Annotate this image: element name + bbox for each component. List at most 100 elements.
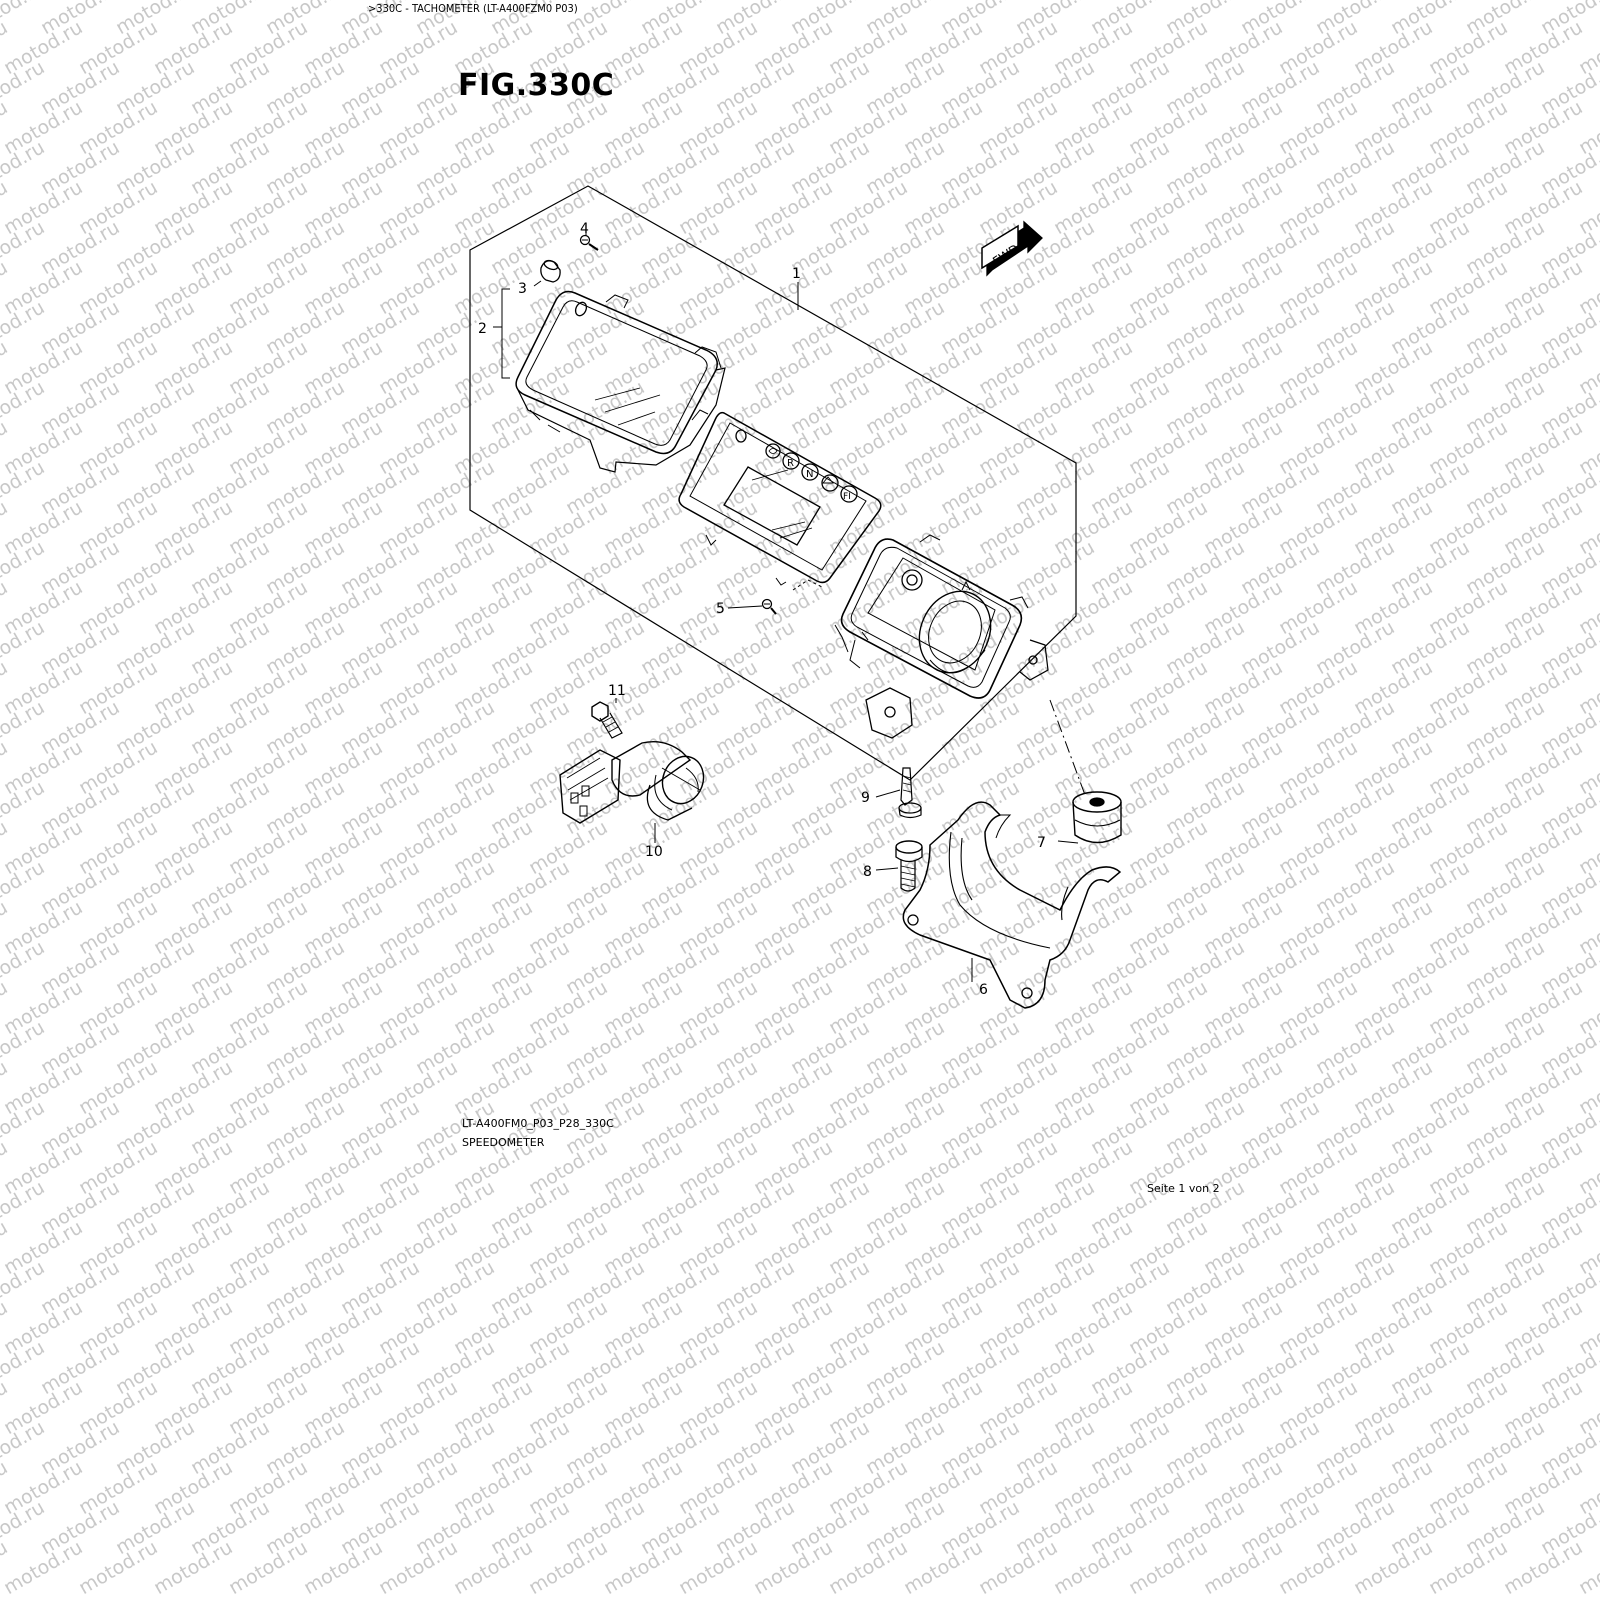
watermark-text: motod.ru	[412, 1336, 499, 1400]
grommet-part	[1072, 791, 1122, 844]
watermark-text: motod.ru	[1312, 1496, 1399, 1560]
callout-5: 5	[716, 601, 725, 617]
watermark-text: motod.ru	[1125, 1376, 1212, 1440]
watermark-text: motod.ru	[1050, 1296, 1137, 1360]
watermark-text: motod.ru	[112, 1416, 199, 1480]
watermark-text: motod.ru	[637, 1336, 724, 1400]
watermark-text: motod.ru	[487, 1416, 574, 1480]
watermark-text: motod.ru	[1312, 1336, 1399, 1400]
watermark-text: motod.ru	[862, 1336, 949, 1400]
watermark-text: motod.ru	[450, 1536, 537, 1599]
watermark-text: motod.ru	[787, 1496, 874, 1560]
watermark-text: motod.ru	[1312, 1256, 1399, 1320]
watermark-text: motod.ru	[675, 1536, 762, 1599]
watermark-text: motod.ru	[1387, 1496, 1474, 1560]
watermark-text: motod.ru	[600, 1456, 687, 1520]
watermark-text: motod.ru	[1087, 1416, 1174, 1480]
watermark-text: motod.ru	[150, 1376, 237, 1440]
watermark-text: motod.ru	[1537, 1416, 1600, 1480]
watermark-text: motod.ru	[1537, 1336, 1600, 1400]
watermark-text: motod.ru	[975, 1456, 1062, 1520]
watermark-text: motod.ru	[1012, 1416, 1099, 1480]
watermark-text: motod.ru	[0, 1256, 49, 1320]
watermark-text: motod.ru	[600, 1376, 687, 1440]
watermark-text: motod.ru	[900, 1376, 987, 1440]
watermark-text: motod.ru	[562, 1416, 649, 1480]
watermark-text: motod.ru	[75, 1376, 162, 1440]
watermark-text: motod.ru	[225, 1456, 312, 1520]
watermark-text: motod.ru	[0, 1336, 49, 1400]
watermark-text: motod.ru	[1425, 1536, 1512, 1599]
watermark-text: motod.ru	[337, 1496, 424, 1560]
watermark-text: motod.ru	[825, 1376, 912, 1440]
watermark-text: motod.ru	[750, 1296, 837, 1360]
watermark-text: motod.ru	[787, 1336, 874, 1400]
watermark-text: motod.ru	[525, 1216, 612, 1280]
watermark-text: motod.ru	[112, 1336, 199, 1400]
watermark-text: motod.ru	[375, 1536, 462, 1599]
watermark-text: motod.ru	[862, 1416, 949, 1480]
watermark-text: motod.ru	[1462, 1336, 1549, 1400]
watermark-text: motod.ru	[1237, 1336, 1324, 1400]
watermark-text: motod.ru	[937, 1416, 1024, 1480]
callout-1: 1	[792, 266, 801, 282]
watermark-text: motod.ru	[675, 1376, 762, 1440]
watermark-text: motod.ru	[1500, 1376, 1587, 1440]
bolt-part-8	[895, 840, 923, 892]
watermark-text: motod.ru	[225, 1376, 312, 1440]
watermark-text: motod.ru	[562, 1256, 649, 1320]
watermark-text: motod.ru	[1425, 1216, 1512, 1280]
callout-4: 4	[580, 221, 589, 237]
watermark-text: motod.ru	[1425, 1376, 1512, 1440]
watermark-text: motod.ru	[187, 1416, 274, 1480]
watermark-text: motod.ru	[562, 1496, 649, 1560]
drawing-code: LT-A400FM0_P03_P28_330C	[462, 1117, 614, 1130]
callout-6: 6	[979, 982, 988, 998]
indicator-fi: FI	[843, 492, 851, 502]
watermark-text: motod.ru	[1275, 1296, 1362, 1360]
watermark-text: motod.ru	[1500, 1456, 1587, 1520]
watermark-text: motod.ru	[637, 1496, 724, 1560]
watermark-text: motod.ru	[0, 1296, 87, 1360]
watermark-text: motod.ru	[525, 1536, 612, 1599]
watermark-text: motod.ru	[1012, 1256, 1099, 1320]
watermark-text: motod.ru	[0, 1456, 12, 1520]
watermark-text: motod.ru	[637, 1256, 724, 1320]
watermark-text: motod.ru	[1500, 1216, 1587, 1280]
watermark-text: motod.ru	[1350, 1536, 1437, 1599]
watermark-text: motod.ru	[1125, 1296, 1212, 1360]
watermark-text: motod.ru	[1350, 1216, 1437, 1280]
watermark-text: motod.ru	[1087, 1336, 1174, 1400]
screw-part-5	[761, 598, 777, 615]
watermark-text: motod.ru	[1312, 1416, 1399, 1480]
watermark-text: motod.ru	[187, 1336, 274, 1400]
watermark-text: motod.ru	[787, 1416, 874, 1480]
watermark-text: motod.ru	[300, 1536, 387, 1599]
watermark-text: motod.ru	[450, 1296, 537, 1360]
watermark-text: motod.ru	[75, 1456, 162, 1520]
watermark-text: motod.ru	[300, 1296, 387, 1360]
screw-part-4	[579, 234, 599, 251]
page-indicator: Seite 1 von 2	[1147, 1182, 1220, 1195]
speed-sensor-part	[559, 740, 705, 824]
watermark-text: motod.ru	[75, 1296, 162, 1360]
watermark-text: motod.ru	[225, 1536, 312, 1599]
watermark-text: motod.ru	[1200, 1536, 1287, 1599]
watermark-text: motod.ru	[525, 1296, 612, 1360]
watermark-text: motod.ru	[225, 1216, 312, 1280]
watermark-text: motod.ru	[825, 1456, 912, 1520]
watermark-text: motod.ru	[1462, 1256, 1549, 1320]
screw-part-9	[898, 767, 922, 819]
watermark-text: motod.ru	[825, 1296, 912, 1360]
watermark-text: motod.ru	[900, 1456, 987, 1520]
watermark-text: motod.ru	[0, 1456, 87, 1520]
watermark-text: motod.ru	[375, 1216, 462, 1280]
watermark-text: motod.ru	[1200, 1296, 1287, 1360]
watermark-text: motod.ru	[937, 1336, 1024, 1400]
watermark-text: motod.ru	[862, 1496, 949, 1560]
callout-9: 9	[861, 790, 870, 806]
watermark-text: motod.ru	[1050, 1216, 1137, 1280]
watermark-text: motod.ru	[975, 1536, 1062, 1599]
watermark-text: motod.ru	[1200, 1456, 1287, 1520]
watermark-text: motod.ru	[1387, 1416, 1474, 1480]
